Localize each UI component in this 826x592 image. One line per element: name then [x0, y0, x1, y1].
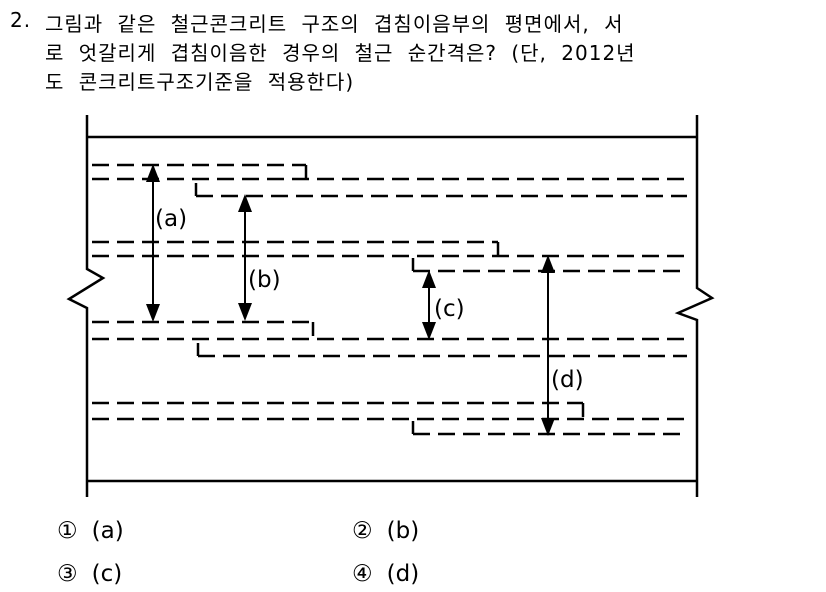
option-2-marker: ② [352, 518, 373, 544]
answer-option-4: ④ (d) [352, 561, 419, 587]
answer-option-1: ① (a) [57, 518, 124, 544]
question-text-line-2: 로 엇갈리게 겹침이음한 경우의 철근 순간격은? (단, 2012년 [45, 41, 636, 65]
question-number: 2. [10, 8, 32, 32]
dimension-c-arrow: (c) [422, 270, 465, 340]
arrow-up-icon [422, 270, 436, 288]
member-outline [66, 115, 715, 497]
arrow-down-icon [541, 418, 555, 436]
question-text-line-1: 그림과 같은 철근콘크리트 구조의 겹침이음부의 평면에서, 서 [45, 12, 624, 36]
option-3-marker: ③ [57, 561, 78, 587]
option-1-marker: ① [57, 518, 78, 544]
right-edge-break-icon [674, 115, 715, 497]
arrow-down-icon [238, 303, 252, 321]
question-text-line-3: 도 콘크리트구조기준을 적용한다) [45, 70, 355, 94]
option-3-label: (c) [91, 561, 123, 587]
arrow-up-icon [541, 255, 555, 273]
dimension-arrows: (a) (b) (c) (d) [146, 164, 584, 436]
left-edge-break-icon [66, 115, 106, 497]
answer-option-3: ③ (c) [57, 561, 122, 587]
answer-option-2: ② (b) [352, 518, 419, 544]
option-4-label: (d) [386, 561, 420, 587]
dimension-a-arrow: (a) [146, 164, 187, 322]
option-2-label: (b) [386, 518, 420, 544]
rebar-lines [92, 163, 687, 436]
arrow-down-icon [422, 322, 436, 340]
dimension-b-arrow: (b) [238, 194, 281, 321]
arrow-up-icon [238, 194, 252, 212]
dimension-c-label: (c) [434, 296, 465, 322]
dimension-a-label: (a) [155, 206, 187, 232]
arrow-up-icon [146, 164, 160, 182]
dimension-d-arrow: (d) [541, 255, 584, 436]
dimension-b-label: (b) [248, 267, 281, 293]
option-1-label: (a) [91, 518, 124, 544]
arrow-down-icon [146, 304, 160, 322]
dimension-d-label: (d) [551, 367, 584, 393]
option-4-marker: ④ [352, 561, 373, 587]
